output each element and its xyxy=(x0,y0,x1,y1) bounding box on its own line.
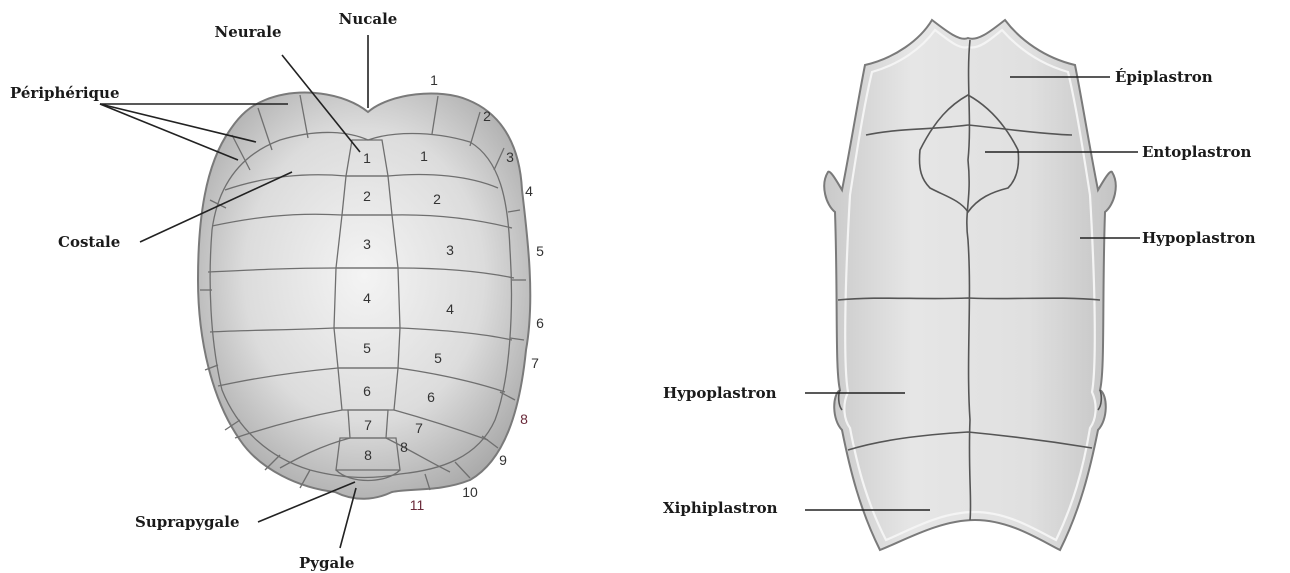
peripheral-number: 1 xyxy=(430,72,438,88)
costal-number: 8 xyxy=(400,439,408,455)
costal-number: 1 xyxy=(420,148,428,164)
peripheral-number: 4 xyxy=(525,183,533,199)
label-nucale: Nucale xyxy=(339,10,398,28)
carapace xyxy=(100,35,530,548)
peripheral-number: 9 xyxy=(499,452,507,468)
label-entoplastron: Entoplastron xyxy=(1142,143,1251,161)
peripheral-number: 7 xyxy=(531,355,539,371)
plastron xyxy=(824,20,1115,550)
peripheral-number: 8 xyxy=(520,411,528,427)
label-epiplastron: Épiplastron xyxy=(1115,68,1213,86)
neural-number: 5 xyxy=(363,340,371,356)
neural-number: 8 xyxy=(364,447,372,463)
costal-number: 5 xyxy=(434,350,442,366)
peripheral-number: 2 xyxy=(483,108,491,124)
neural-number: 3 xyxy=(363,236,371,252)
peripheral-number: 6 xyxy=(536,315,544,331)
peripheral-number: 3 xyxy=(506,149,514,165)
label-hypoplastron-left: Hypoplastron xyxy=(663,384,777,402)
peripheral-number: 10 xyxy=(462,484,478,500)
costal-number: 4 xyxy=(446,301,454,317)
costal-number: 6 xyxy=(427,389,435,405)
label-xiphiplastron: Xiphiplastron xyxy=(663,499,778,517)
costal-number: 2 xyxy=(433,191,441,207)
neural-number: 2 xyxy=(363,188,371,204)
neural-number: 4 xyxy=(363,290,371,306)
peripheral-number: 5 xyxy=(536,243,544,259)
label-hypoplastron-right: Hypoplastron xyxy=(1142,229,1256,247)
neural-number: 7 xyxy=(364,417,372,433)
neural-number: 6 xyxy=(363,383,371,399)
costal-number: 3 xyxy=(446,242,454,258)
label-suprapygale: Suprapygale xyxy=(135,513,240,531)
label-neurale: Neurale xyxy=(214,23,281,41)
costal-number: 7 xyxy=(415,420,423,436)
label-costale: Costale xyxy=(58,233,120,251)
label-pygale: Pygale xyxy=(299,554,354,572)
peripheral-number: 11 xyxy=(410,497,425,513)
neural-number: 1 xyxy=(363,150,371,166)
label-peripherique: Périphérique xyxy=(10,84,120,102)
